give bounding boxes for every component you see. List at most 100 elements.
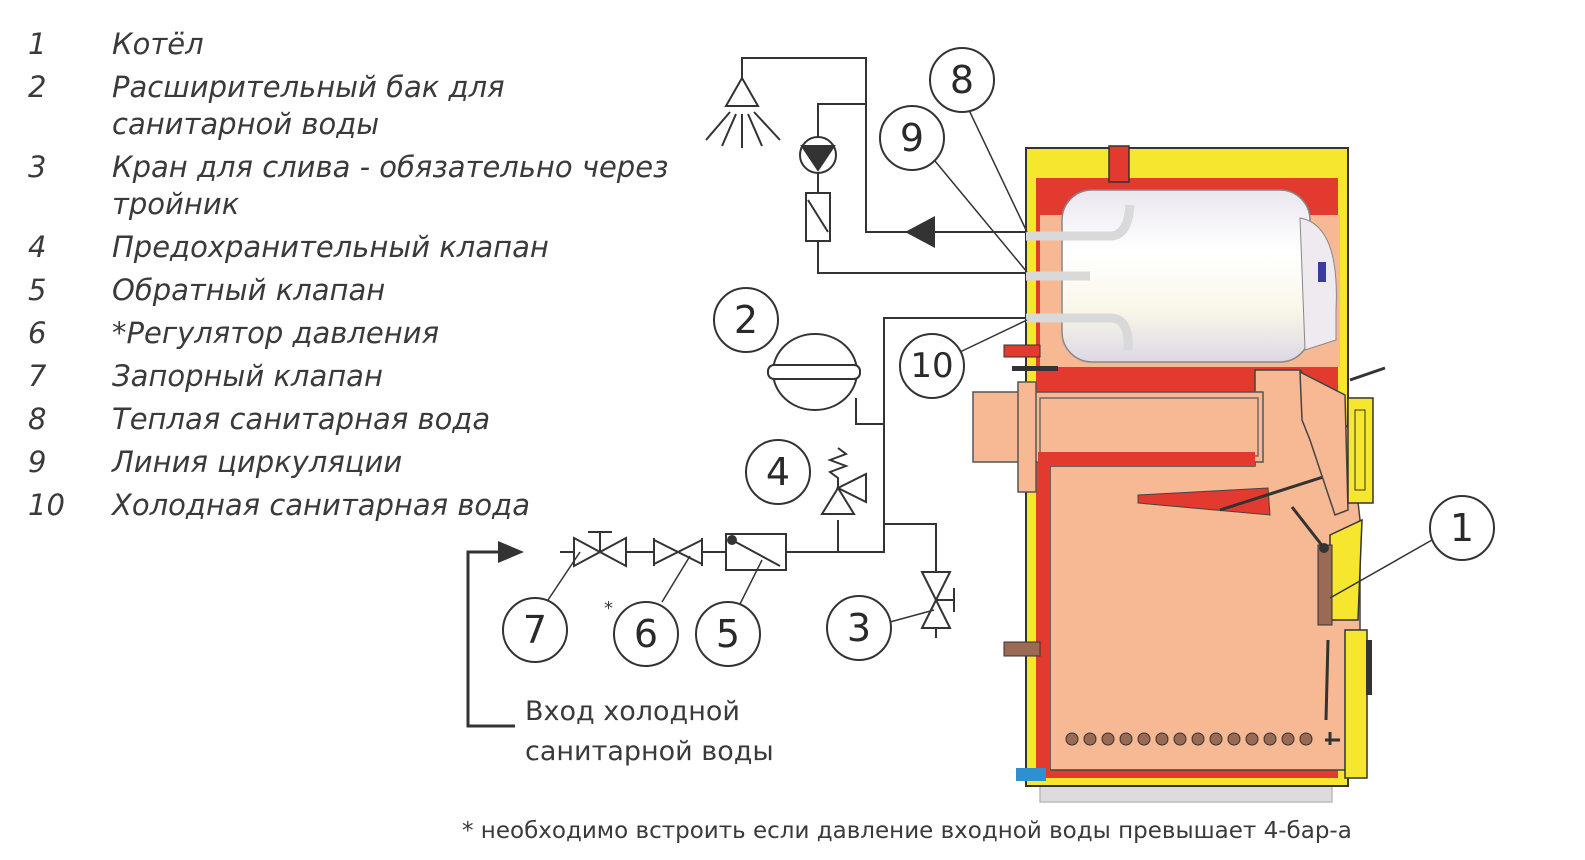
regulator-asterisk: * xyxy=(604,598,613,619)
leader-7 xyxy=(547,551,581,601)
legend-number: 7 xyxy=(28,359,47,393)
legend-label: Кран для слива - обязательно через тройн… xyxy=(112,150,669,221)
jacket-left-wall xyxy=(1038,452,1050,772)
stop-valve-icon xyxy=(573,531,627,568)
leader-3 xyxy=(889,609,935,623)
legend-item: 3 Кран для слива - обязательно через тро… xyxy=(28,149,688,223)
grate xyxy=(1065,732,1313,746)
legend-label: Холодная санитарная вода xyxy=(112,488,530,522)
legend-item: 5 Обратный клапан xyxy=(28,272,688,309)
legend-item: 8 Теплая санитарная вода xyxy=(28,401,688,438)
callout-1: 1 xyxy=(1429,495,1495,561)
leader-6 xyxy=(661,555,691,603)
top-handle xyxy=(1349,366,1386,382)
inlet-label-line1: Вход холодной xyxy=(525,696,740,727)
legend-label: Обратный клапан xyxy=(112,273,386,307)
inlet-bracket xyxy=(466,550,515,728)
legend-item: 6 *Регулятор давления xyxy=(28,315,688,352)
callout-number: 5 xyxy=(716,612,740,656)
callout-2: 2 xyxy=(713,287,779,353)
callout-5: 5 xyxy=(695,601,761,667)
callout-number: 7 xyxy=(523,608,547,652)
pressure-regulator-icon xyxy=(653,538,703,566)
flue-collar xyxy=(1108,145,1130,183)
legend-item: 1 Котёл xyxy=(28,26,688,63)
leader-10 xyxy=(959,319,1028,353)
regulator-pivot xyxy=(1319,543,1329,553)
callout-10: 10 xyxy=(899,333,965,399)
flue-duct xyxy=(972,391,1264,463)
legend-label: *Регулятор давления xyxy=(112,316,440,350)
legend-item: 4 Предохранительный клапан xyxy=(28,229,688,266)
legend-number: 6 xyxy=(28,316,47,350)
legend-item: 9 Линия циркуляции xyxy=(28,444,688,481)
boiler xyxy=(972,145,1386,803)
legend-label: Расширительный бак для санитарной воды xyxy=(112,70,505,141)
callout-9: 9 xyxy=(879,105,945,171)
callout-6: 6 xyxy=(613,601,679,667)
cold-inlet-coil xyxy=(1026,313,1133,351)
ash-door-handle xyxy=(1366,640,1372,695)
drain-valve-icon xyxy=(920,571,955,638)
legend-number: 9 xyxy=(28,445,47,479)
regulator-lever xyxy=(1290,506,1326,549)
leader-lines xyxy=(547,107,1433,623)
callout-number: 2 xyxy=(734,298,758,342)
callout-number: 6 xyxy=(634,612,658,656)
draft-regulator-arm xyxy=(1317,544,1333,626)
legend-item: 2 Расширительный бак для санитарной воды xyxy=(28,69,688,143)
leader-9 xyxy=(929,154,1028,273)
upper-door xyxy=(1299,370,1349,516)
check-valve-icon xyxy=(725,533,787,571)
legend-number: 2 xyxy=(28,70,47,104)
callout-number: 3 xyxy=(847,606,871,650)
jacket-top-wall xyxy=(1040,452,1255,466)
safety-valve-icon xyxy=(820,447,867,515)
legend-label: Линия циркуляции xyxy=(112,445,403,479)
legend-label: Запорный клапан xyxy=(112,359,383,393)
circulation-check-valve-icon xyxy=(805,192,831,242)
callout-4: 4 xyxy=(745,439,811,505)
expansion-tank-icon xyxy=(767,333,861,411)
door-panel-upper-inner xyxy=(1354,409,1366,491)
inlet-arrow-icon xyxy=(498,541,524,563)
legend-number: 10 xyxy=(28,488,65,522)
legend-number: 1 xyxy=(28,27,47,61)
piping xyxy=(466,57,1026,728)
callout-number: 10 xyxy=(910,346,953,386)
flow-plate xyxy=(1012,366,1058,371)
return-stub-bottom xyxy=(1003,641,1041,657)
poker-rod xyxy=(1324,639,1330,721)
legend-number: 3 xyxy=(28,150,47,184)
circulation-pump-icon xyxy=(799,136,837,174)
flue-duct-flange xyxy=(1017,381,1037,493)
cold-water-pipe xyxy=(786,317,1026,553)
return-stub-top xyxy=(1003,344,1041,358)
expansion-branch xyxy=(855,398,884,425)
dhw-tank xyxy=(1061,189,1311,363)
legend-label: Теплая санитарная вода xyxy=(112,402,491,436)
legend-label: Предохранительный клапан xyxy=(112,230,549,264)
tank-fitting xyxy=(1318,262,1326,282)
leader-8 xyxy=(967,107,1028,233)
baffle-plate xyxy=(1137,487,1271,516)
warm-outlet-coil xyxy=(1026,204,1135,241)
shower-head-icon xyxy=(705,75,781,148)
callout-number: 4 xyxy=(766,450,790,494)
footnote: * необходимо встроить если давление вход… xyxy=(462,818,1352,844)
legend-item: 10 Холодная санитарная вода xyxy=(28,487,688,524)
legend-label: Котёл xyxy=(112,27,204,61)
legend-item: 7 Запорный клапан xyxy=(28,358,688,395)
tank-end-cap xyxy=(1299,217,1337,351)
legend-number: 4 xyxy=(28,230,47,264)
callout-8: 8 xyxy=(929,47,995,113)
callout-number: 8 xyxy=(950,58,974,102)
ash-door xyxy=(1344,629,1368,779)
flow-direction-arrow-icon xyxy=(905,216,935,248)
legend-number: 5 xyxy=(28,273,47,307)
legend-list: 1 Котёл 2 Расширительный бак для санитар… xyxy=(28,26,688,524)
leader-1 xyxy=(1329,539,1433,599)
circulation-pipe xyxy=(817,103,1026,274)
drain-branch xyxy=(884,523,937,572)
